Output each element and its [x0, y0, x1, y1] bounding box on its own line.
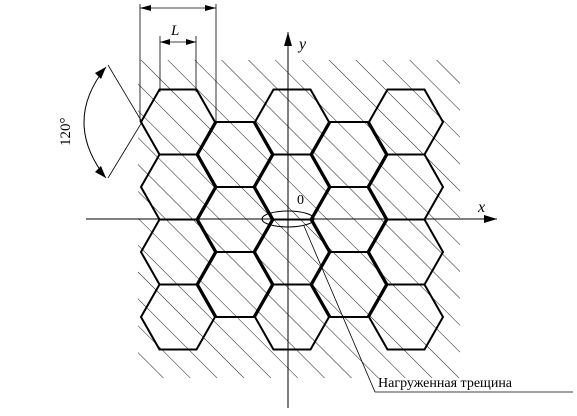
x-axis-arrow — [484, 215, 497, 223]
angle-arc — [83, 66, 107, 179]
angle-arrow-top — [95, 67, 106, 79]
hexagon-cell — [310, 251, 388, 318]
angle-label: 120° — [58, 118, 74, 147]
crack-leader — [303, 225, 376, 393]
angle-leader-lower — [107, 121, 143, 179]
hexagon-cell — [196, 251, 274, 318]
dim-width-arrow-left — [140, 5, 151, 11]
dim-l-label: L — [170, 23, 179, 39]
hexagon-cell — [367, 283, 445, 351]
hexagon-cell — [139, 283, 217, 351]
dim-l-arrow-right — [186, 39, 196, 45]
crack-label: Нагруженная трещина — [378, 376, 513, 391]
y-axis-arrow — [284, 32, 292, 46]
angle-leader-upper — [107, 64, 143, 123]
x-axis-label: x — [477, 199, 485, 216]
dim-l-arrow-left — [160, 39, 170, 45]
hexagon-cell — [253, 283, 331, 351]
angle-arrow-bottom — [95, 166, 106, 178]
origin-label: 0 — [297, 193, 304, 208]
y-axis-label: y — [297, 36, 307, 53]
dim-width-arrow-right — [205, 5, 216, 11]
